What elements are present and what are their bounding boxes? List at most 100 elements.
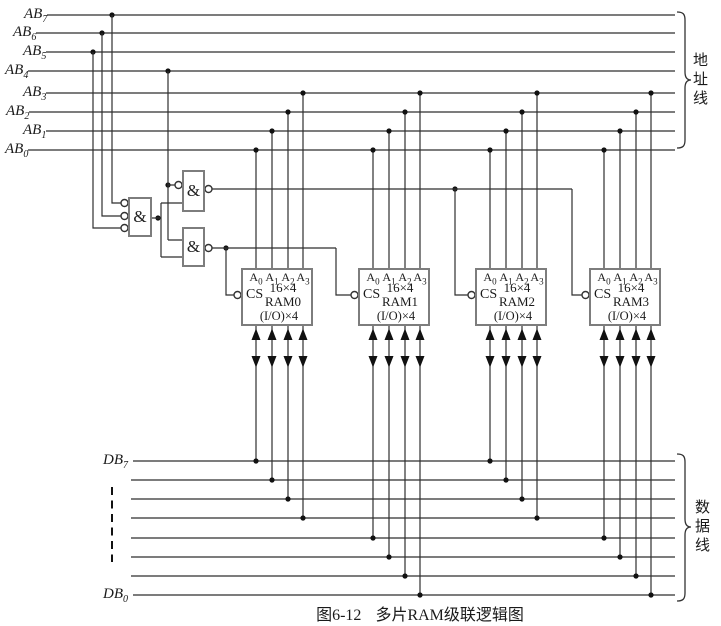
ram-name-label: RAM2 <box>498 294 536 309</box>
and-gate-3: & <box>182 227 205 267</box>
pin-base: A <box>483 270 493 284</box>
pin-base: A <box>281 270 291 284</box>
ram-pin-a0: A0 <box>366 270 379 286</box>
ram-pin-a2: A2 <box>281 270 294 286</box>
bus-label-base: DB <box>103 586 123 602</box>
pin-base: A <box>629 270 639 284</box>
figure-caption: 图6-12 多片RAM级联逻辑图 <box>240 601 600 625</box>
address-bus-group-label: 地址线 <box>691 52 707 109</box>
bus-label-db0: DB0 <box>103 585 128 609</box>
ram-pin-a3: A3 <box>413 270 426 286</box>
pin-sub: 0 <box>258 276 263 287</box>
bus-label-ab5: AB5 <box>23 42 46 66</box>
pin-base: A <box>613 270 623 284</box>
ram-io-label: (I/O)×4 <box>376 309 416 323</box>
bus-label-sub: 0 <box>23 149 29 160</box>
pin-sub: 1 <box>508 276 513 287</box>
pin-base: A <box>366 270 376 284</box>
pin-base: A <box>265 270 275 284</box>
ram1-cs-bubble <box>350 290 359 300</box>
bus-label-db7: DB7 <box>103 451 128 475</box>
address-tap-wires <box>255 93 652 268</box>
bus-label-base: AB <box>23 122 42 138</box>
g2-output-bubble <box>204 184 213 194</box>
ram2-cs-bubble <box>467 290 476 300</box>
caption-title: 多片RAM级联逻辑图 <box>375 607 524 624</box>
pin-base: A <box>398 270 408 284</box>
ram-pin-a1: A1 <box>499 270 512 286</box>
ram-io-label: (I/O)×4 <box>259 309 299 323</box>
decoder-wires <box>92 15 582 296</box>
pin-sub: 2 <box>524 276 529 287</box>
bus-label-ab0: AB0 <box>5 140 28 164</box>
ram0-cs-bubble <box>233 290 242 300</box>
data-bus-brace <box>676 453 692 602</box>
pin-sub: 3 <box>539 276 544 287</box>
bus-label-base: AB <box>6 103 25 119</box>
bus-label-base: AB <box>5 62 24 78</box>
ram-size-label: 16×4 <box>269 280 297 295</box>
address-bus-brace <box>676 11 692 149</box>
bus-label-sub: 3 <box>41 92 47 103</box>
ram-pin-a1: A1 <box>382 270 395 286</box>
bus-label-sub: 6 <box>31 32 37 43</box>
ram0-chip: A0 A1 A2 A3 CS 16×4 RAM0 (I/O)×4 <box>241 268 313 326</box>
io-arrowheads <box>251 328 656 368</box>
pin-base: A <box>530 270 540 284</box>
bus-label-base: AB <box>5 141 24 157</box>
pin-sub: 1 <box>391 276 396 287</box>
ram-io-label: (I/O)×4 <box>493 309 533 323</box>
pin-sub: 1 <box>274 276 279 287</box>
bus-label-ab6: AB6 <box>13 23 36 47</box>
ram-pin-a3: A3 <box>644 270 657 286</box>
bus-label-sub: 7 <box>42 14 48 25</box>
g1-input-bubble-ab6 <box>120 211 129 221</box>
ram-pin-a3: A3 <box>296 270 309 286</box>
ram-io-label: (I/O)×4 <box>607 309 647 323</box>
ram-pin-a3: A3 <box>530 270 543 286</box>
pin-sub: 0 <box>606 276 611 287</box>
ram-cs-label: CS <box>480 287 498 302</box>
bus-label-sub: 5 <box>41 51 47 62</box>
and-gate-2: & <box>182 170 205 212</box>
ram-name-label: RAM1 <box>381 294 419 309</box>
bus-label-ab2: AB2 <box>6 102 29 126</box>
g3-output-bubble <box>204 243 213 253</box>
pin-base: A <box>413 270 423 284</box>
and-gate-1: & <box>128 197 152 237</box>
g1-input-bubble-ab5 <box>120 223 129 233</box>
pin-base: A <box>597 270 607 284</box>
pin-sub: 0 <box>375 276 380 287</box>
ram-cs-label: CS <box>246 287 264 302</box>
pin-base: A <box>644 270 654 284</box>
ram-pin-a1: A1 <box>613 270 626 286</box>
g1-input-bubble-ab7 <box>120 198 129 208</box>
bus-label-base: DB <box>103 452 123 468</box>
bus-label-base: AB <box>23 84 42 100</box>
bus-label-ab3: AB3 <box>23 83 46 107</box>
ram3-cs-bubble <box>581 290 590 300</box>
pin-base: A <box>296 270 306 284</box>
bus-label-ab1: AB1 <box>23 121 46 145</box>
ram-pin-a1: A1 <box>265 270 278 286</box>
pin-sub: 3 <box>305 276 310 287</box>
bus-label-ab7: AB7 <box>24 5 47 29</box>
pin-sub: 3 <box>653 276 658 287</box>
pin-base: A <box>499 270 509 284</box>
bus-label-sub: 4 <box>23 70 29 81</box>
ram3-chip: A0 A1 A2 A3 CS 16×4 RAM3 (I/O)×4 <box>589 268 661 326</box>
bus-label-sub: 1 <box>41 130 47 141</box>
bus-label-base: AB <box>24 6 43 22</box>
pin-sub: 2 <box>290 276 295 287</box>
address-bus-lines <box>28 14 675 151</box>
ram-size-label: 16×4 <box>386 280 414 295</box>
ram-name-label: RAM0 <box>264 294 302 309</box>
ram-cs-label: CS <box>363 287 381 302</box>
caption-number: 图6-12 <box>316 607 362 624</box>
ram-size-label: 16×4 <box>617 280 645 295</box>
bus-label-sub: 7 <box>123 460 128 471</box>
pin-sub: 1 <box>622 276 627 287</box>
pin-sub: 2 <box>407 276 412 287</box>
